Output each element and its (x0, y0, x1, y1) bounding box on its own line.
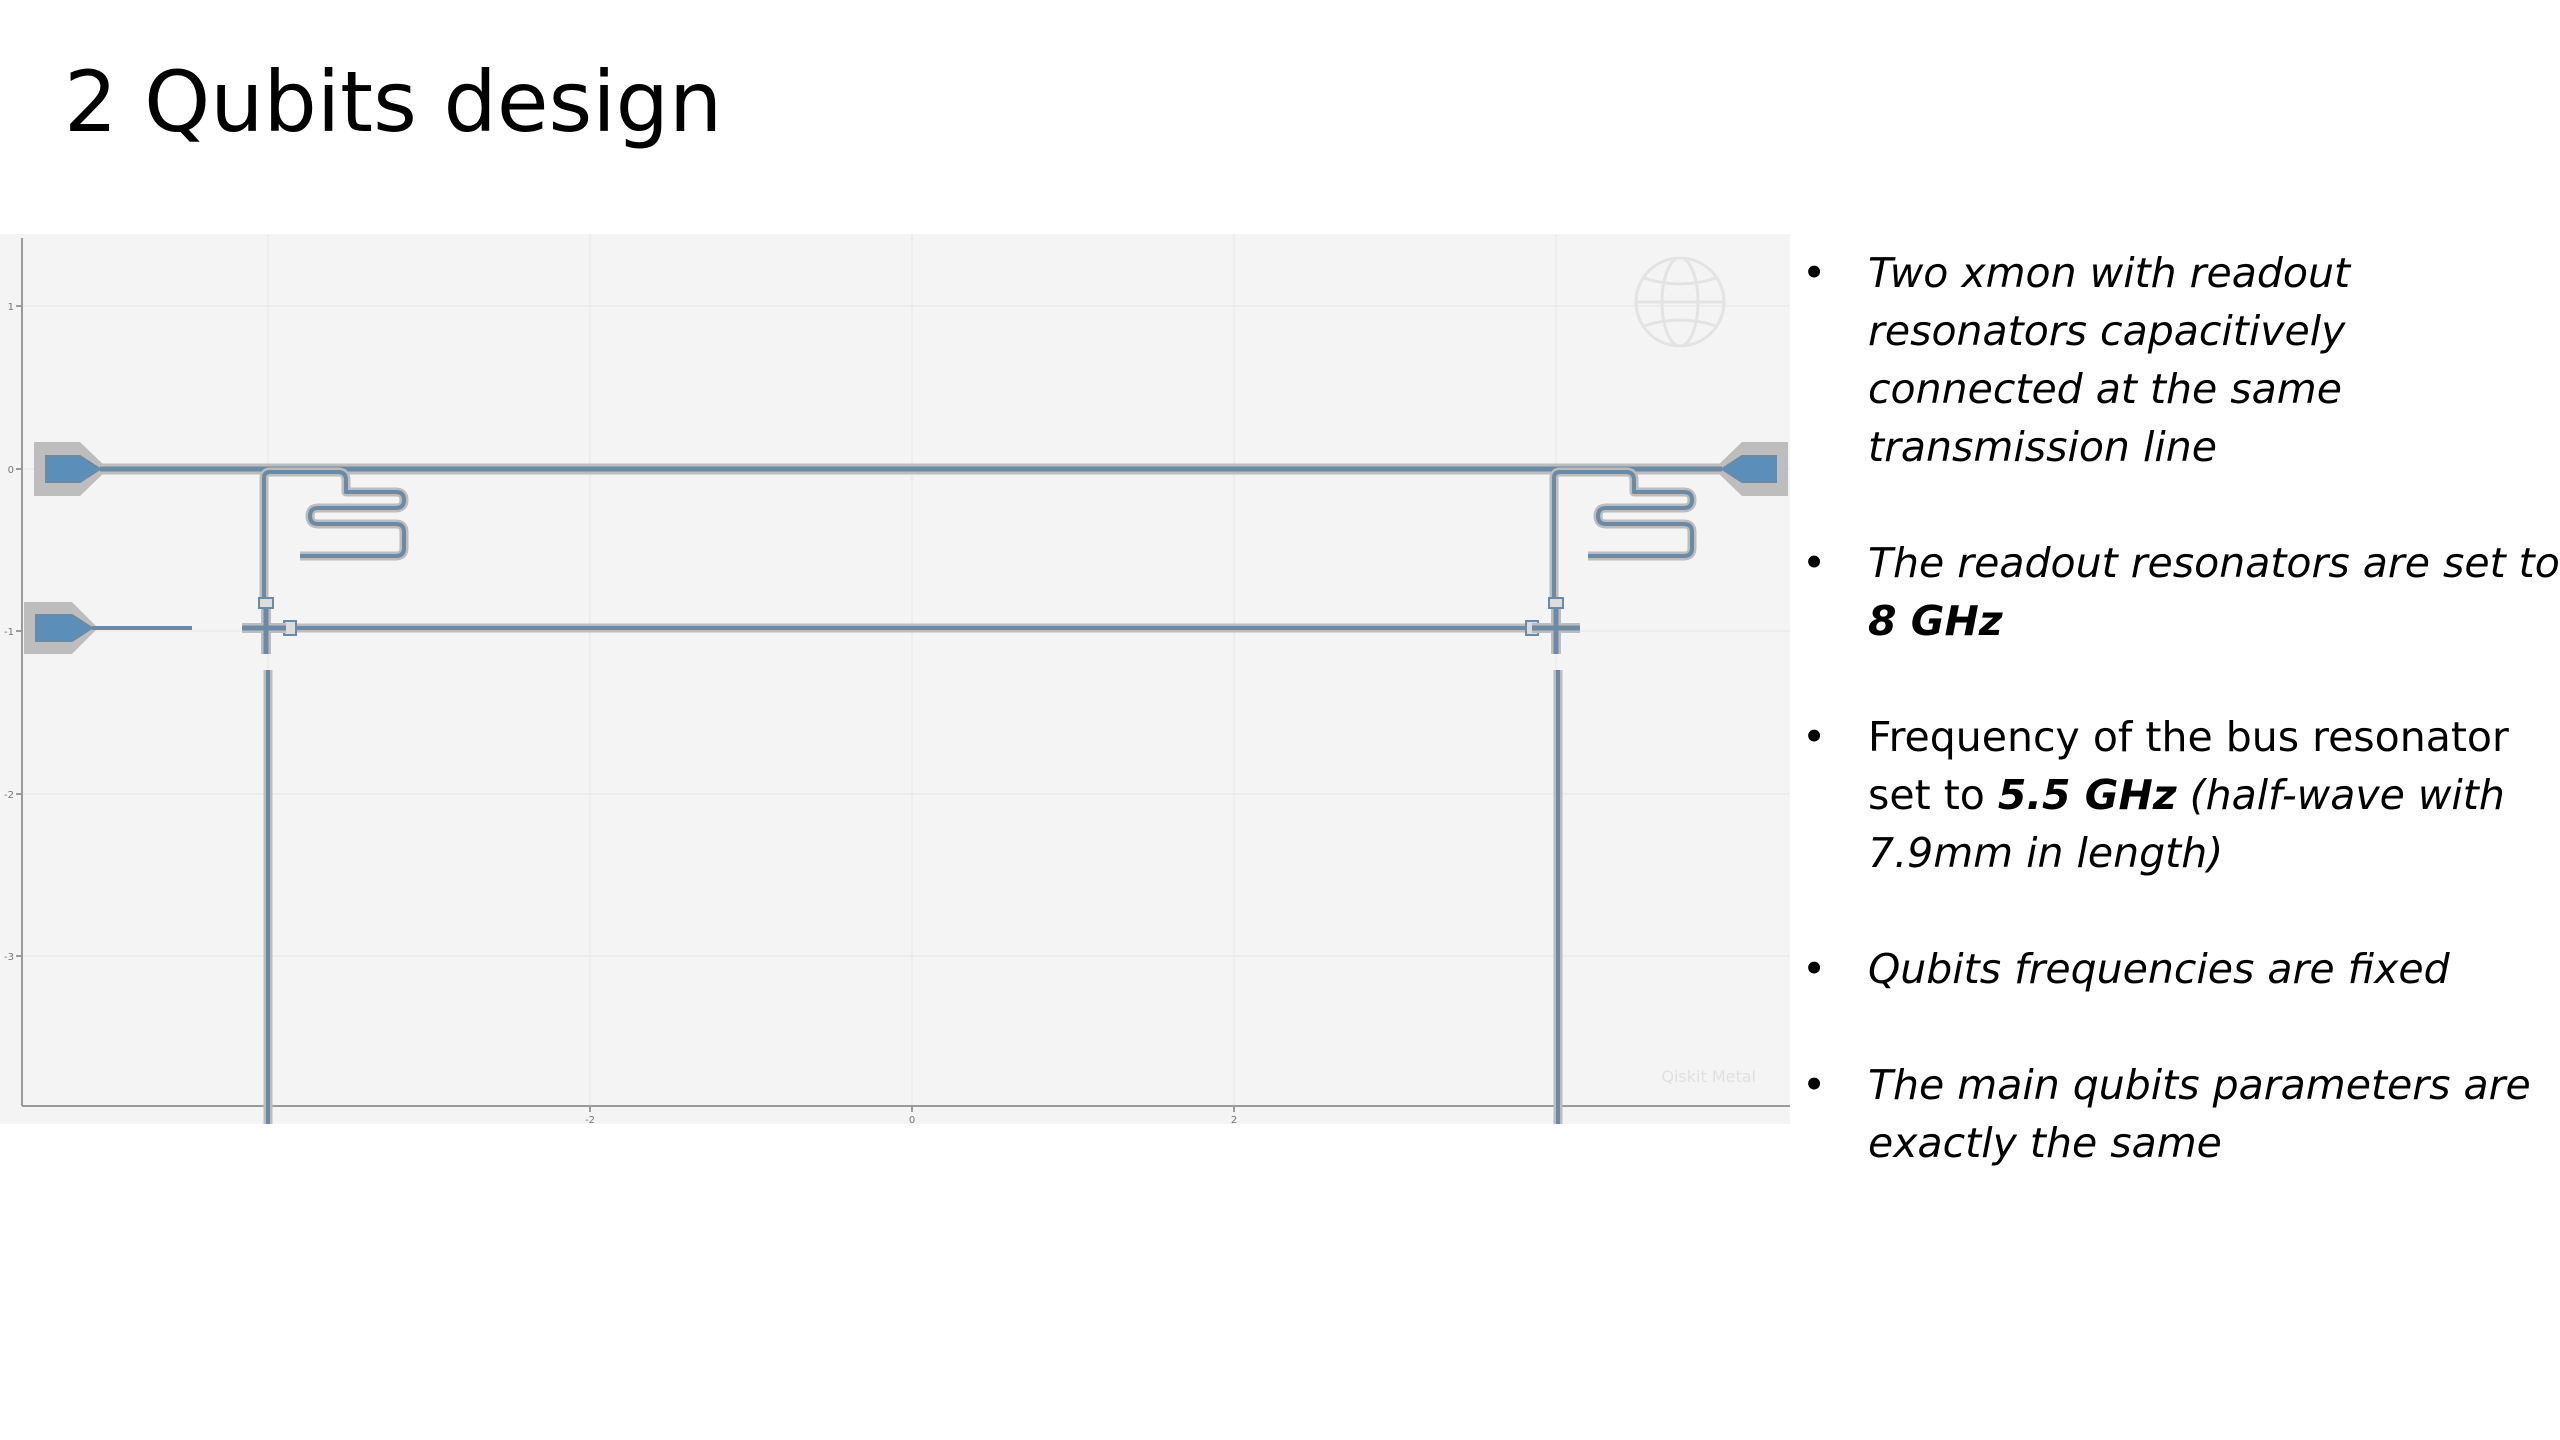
plot-canvas (0, 234, 1790, 1124)
bullet-text: Qubits frequencies are fixed (1868, 945, 2450, 993)
bullet-emphasis: 8 GHz (1868, 597, 2003, 645)
bullet-item: • The readout resonators are set to 8 GH… (1800, 534, 2560, 650)
x-tick-label: -2 (585, 1115, 595, 1124)
x-tick-label: 2 (1231, 1115, 1237, 1124)
y-tick-label: 0 (8, 465, 14, 476)
bullet-marker: • (1802, 539, 1827, 587)
watermark-text: Qiskit Metal (1661, 1067, 1756, 1086)
chip-layout-figure: -4 -2 0 2 4 1 0 -1 -2 -3 (0, 234, 1790, 1124)
bullet-list: • Two xmon with readout resonators capac… (1800, 244, 2560, 1230)
bullet-marker: • (1802, 713, 1827, 761)
qubit-right (1532, 467, 1697, 1124)
y-tick-label: -1 (4, 627, 14, 638)
bullet-emphasis: 5.5 GHz (1997, 771, 2177, 819)
slide-title: 2 Qubits design (64, 53, 723, 151)
globe-icon (1634, 256, 1726, 348)
bullet-text: The readout resonators are set to (1868, 539, 2560, 587)
qubit-left (242, 467, 409, 1124)
bus-resonator (24, 602, 1539, 654)
x-tick-label: 0 (909, 1115, 915, 1124)
bullet-item: • Two xmon with readout resonators capac… (1800, 244, 2560, 476)
bullet-text: The main qubits parameters are exactly t… (1868, 1061, 2531, 1167)
bullet-item: • Qubits frequencies are fixed (1800, 940, 2560, 998)
chip-layout-svg: -4 -2 0 2 4 1 0 -1 -2 -3 (0, 234, 1790, 1124)
bullet-item: • The main qubits parameters are exactly… (1800, 1056, 2560, 1172)
bullet-marker: • (1802, 249, 1827, 297)
bullet-item: • Frequency of the bus resonator set to … (1800, 708, 2560, 882)
bullet-text: Frequency of the bus resonator set to (1868, 713, 2509, 819)
bullet-marker: • (1802, 945, 1827, 993)
y-tick-label: -2 (4, 790, 14, 801)
bullet-text: (half-wave with 7.9mm in length) (1868, 771, 2505, 877)
transmission-line (34, 442, 1788, 496)
bullet-marker: • (1802, 1061, 1827, 1109)
y-tick-label: 1 (8, 302, 14, 313)
y-tick-label: -3 (4, 952, 14, 963)
bullet-text: Two xmon with readout resonators capacit… (1868, 249, 2351, 471)
